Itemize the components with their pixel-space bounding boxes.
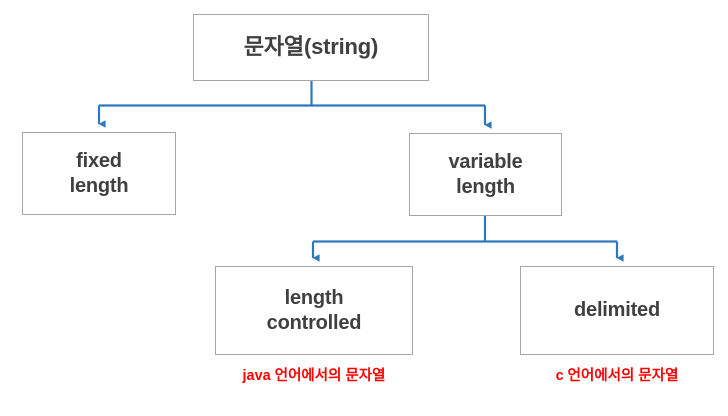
node-fixed-length[interactable]: fixed length (22, 132, 176, 215)
node-length-controlled[interactable]: length controlled (215, 266, 413, 355)
node-length-controlled-label: length controlled (266, 287, 362, 334)
node-root-string[interactable]: 문자열(string) (193, 14, 429, 81)
node-variable-length[interactable]: variable length (409, 133, 562, 216)
annotation-java-string: java 언어에서의 문자열 (242, 368, 386, 384)
node-fixed-length-label: fixed length (69, 150, 129, 197)
connector-variable-to-level3 (311, 216, 624, 262)
node-variable-length-label: variable length (448, 151, 523, 198)
node-delimited[interactable]: delimited (520, 266, 714, 355)
node-root-label: 문자열(string) (243, 34, 379, 60)
connector-root-to-level2 (97, 81, 492, 129)
node-delimited-label: delimited (574, 299, 660, 322)
annotation-c-string: c 언어에서의 문자열 (555, 368, 679, 384)
